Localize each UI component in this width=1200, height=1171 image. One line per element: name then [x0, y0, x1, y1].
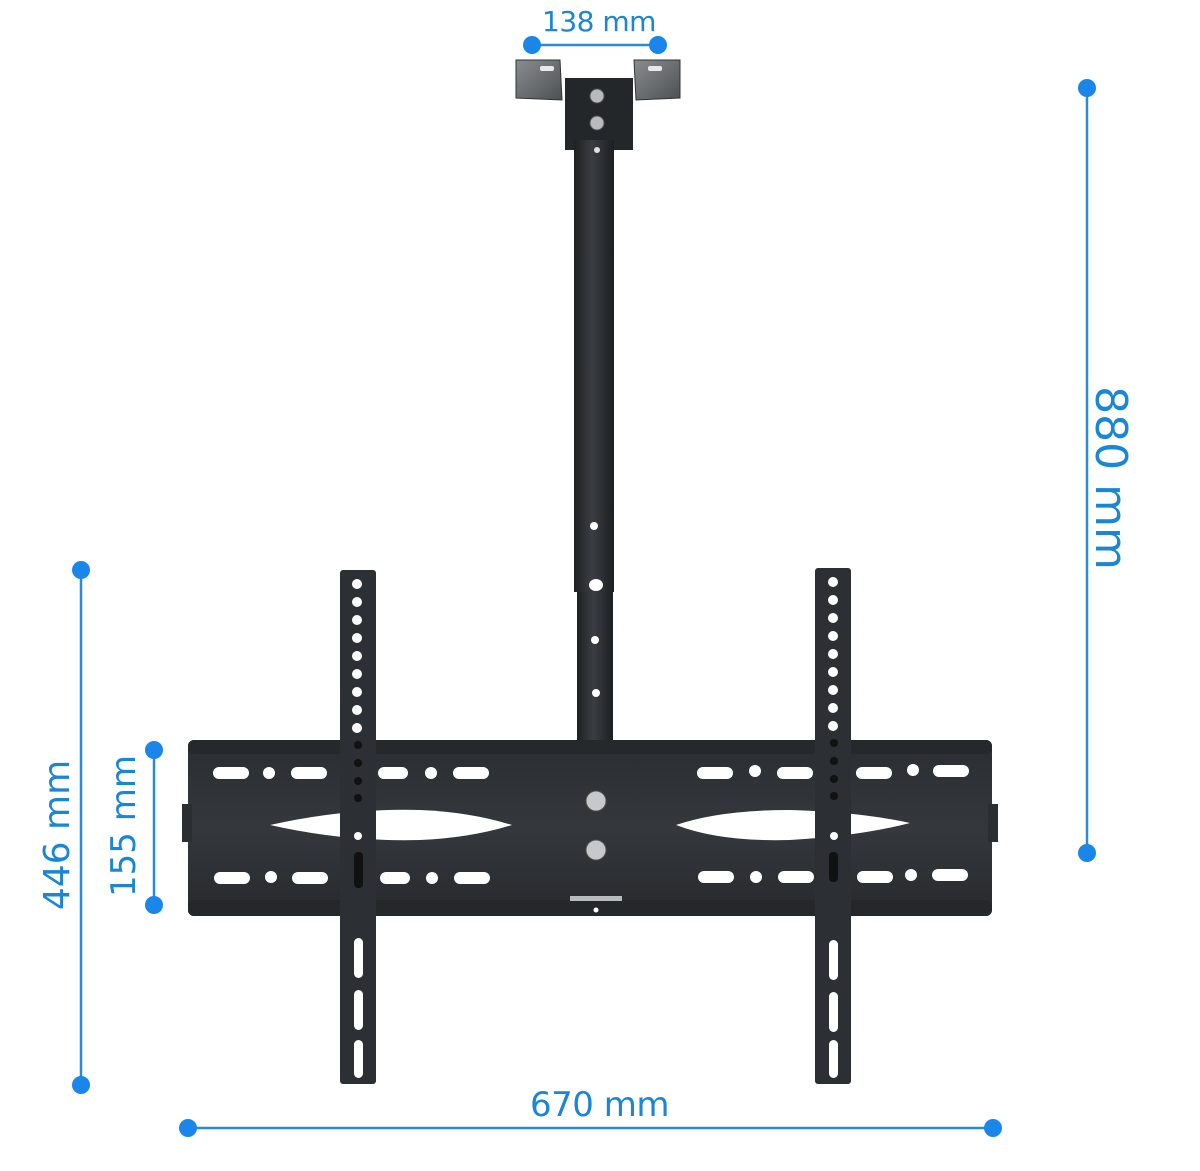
- dimension-line-880: [1078, 79, 1096, 862]
- plate-height-label: 155 mm: [104, 755, 144, 897]
- ceiling-plate-width-label: 138 mm: [542, 5, 656, 38]
- dimension-line-446: [72, 561, 90, 1094]
- telescopic-pole: [574, 140, 614, 742]
- total-height-label: 880 mm: [1085, 386, 1136, 570]
- right-vertical-arm: [815, 568, 851, 1084]
- bracket-width-label: 670 mm: [530, 1085, 669, 1125]
- bracket-height-label: 446 mm: [37, 759, 78, 911]
- mounting-plate: [182, 740, 998, 916]
- dimension-line-155: [145, 741, 163, 914]
- left-vertical-arm: [340, 570, 376, 1084]
- dimension-line-138: [523, 36, 667, 54]
- ceiling-plate: [515, 59, 681, 150]
- dimension-line-670: [179, 1119, 1002, 1137]
